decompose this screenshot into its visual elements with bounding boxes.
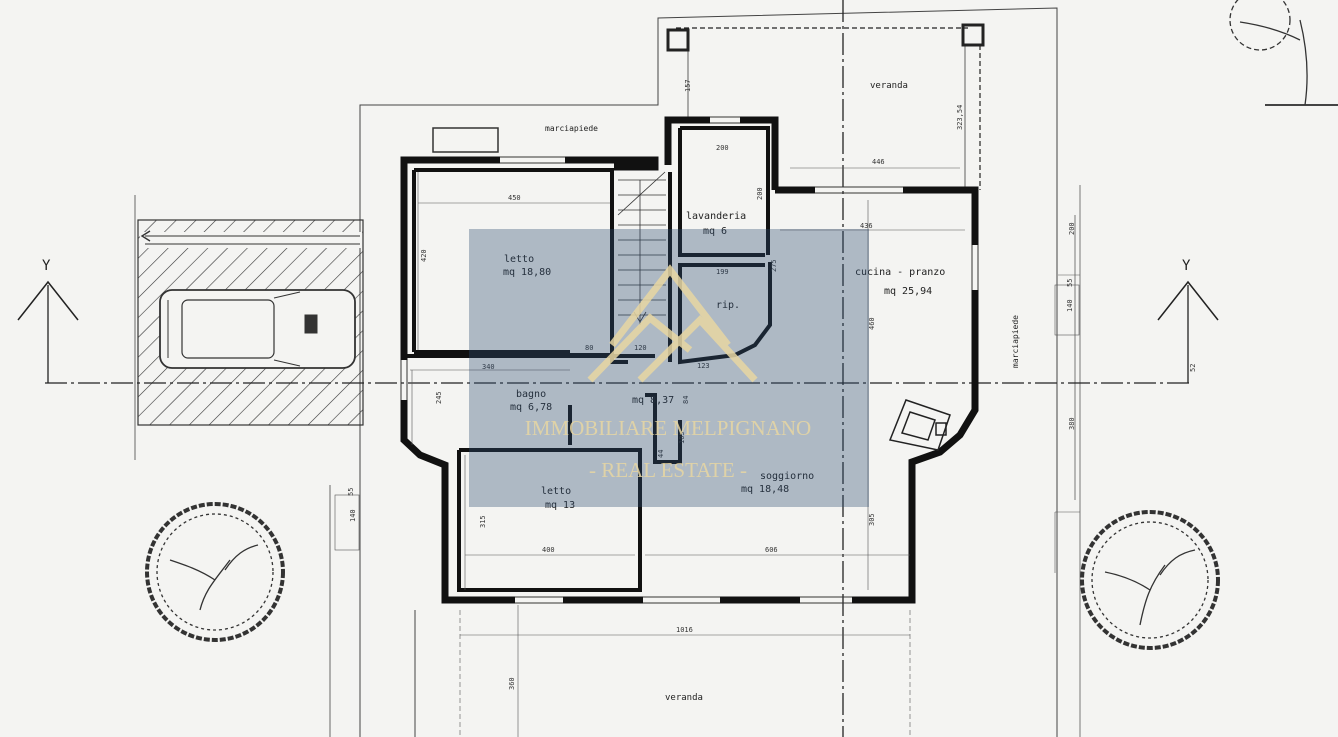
dim-105: 105	[678, 431, 686, 444]
dim-80: 80	[585, 344, 593, 352]
fireplace-icon	[888, 399, 951, 451]
room-rip-name: rip.	[716, 300, 740, 311]
veranda-top	[666, 23, 985, 190]
dim-340: 340	[482, 363, 495, 371]
room-letto-1-name: letto	[504, 254, 534, 265]
dim-84: 84	[682, 396, 690, 404]
car-icon	[159, 289, 356, 369]
dim-44: 44	[657, 450, 665, 458]
dim-200a: 200	[716, 144, 729, 152]
walls	[400, 116, 979, 604]
dim-140a: 140	[1066, 299, 1074, 312]
axis-label-left: Y	[42, 258, 51, 274]
room-letto-2-name: letto	[541, 486, 571, 497]
dim-400: 400	[542, 546, 555, 554]
label-marciapiede-top: marciapiede	[545, 124, 598, 133]
dim-275: 275	[770, 259, 778, 272]
dim-199: 199	[716, 268, 729, 276]
dim-140b: 140	[349, 509, 357, 522]
dim-245: 245	[435, 391, 443, 404]
dim-323: 323,54	[956, 105, 964, 130]
room-bagno-name: bagno	[516, 389, 546, 400]
dim-200c: 200	[1068, 222, 1076, 235]
watermark-name: IMMOBILIARE MELPIGNANO	[525, 416, 811, 440]
dim-52: 52	[1189, 364, 1197, 372]
tree-icon-left	[145, 502, 285, 642]
dim-55a: 55	[1066, 279, 1074, 287]
dim-460: 460	[868, 317, 876, 330]
dim-420: 420	[420, 249, 428, 262]
label-veranda-bottom: veranda	[665, 693, 703, 703]
watermark-tagline: - REAL ESTATE -	[589, 458, 747, 482]
dim-120: 120	[634, 344, 647, 352]
dim-55b: 55	[347, 488, 355, 496]
dim-446: 446	[872, 158, 885, 166]
label-veranda-top: veranda	[870, 81, 908, 91]
stairs	[617, 171, 666, 325]
site-boundary	[134, 7, 1338, 737]
dim-606: 606	[765, 546, 778, 554]
room-letto-2-area: mq 13	[545, 500, 575, 511]
dim-1016: 1016	[676, 626, 693, 634]
dim-450: 450	[508, 194, 521, 202]
house-logo-icon	[587, 264, 758, 383]
dim-157: 157	[684, 79, 692, 92]
room-soggiorno-area: mq 18,48	[741, 484, 789, 495]
label-marciapiede-right: marciapiede	[1011, 315, 1020, 368]
section-axis	[17, 0, 1219, 737]
dimension-labels: 157 323,54 200 200 446 436 450 420 199 2…	[347, 79, 1197, 690]
dimension-lines	[334, 167, 1080, 737]
room-cucina-name: cucina - pranzo	[855, 267, 945, 278]
tree-icon-corner	[1229, 0, 1308, 106]
dim-315: 315	[479, 515, 487, 528]
dim-360: 360	[508, 677, 516, 690]
axis-label-right: Y	[1182, 258, 1191, 274]
dim-380: 380	[1068, 417, 1076, 430]
room-disimpegno-area: mq 8,37	[632, 395, 674, 406]
watermark: IMMOBILIARE MELPIGNANO - REAL ESTATE -	[469, 229, 869, 507]
dim-200b: 200	[756, 187, 764, 200]
dim-436: 436	[860, 222, 873, 230]
room-letto-1-area: mq 18,80	[503, 267, 551, 278]
tree-icon-right	[1080, 510, 1220, 650]
room-lavanderia-name: lavanderia	[686, 211, 746, 222]
windows	[400, 116, 979, 604]
room-cucina-area: mq 25,94	[884, 286, 932, 297]
room-bagno-area: mq 6,78	[510, 402, 552, 413]
room-soggiorno-name: soggiorno	[760, 471, 814, 482]
dim-305: 305	[868, 513, 876, 526]
dim-123: 123	[697, 362, 710, 370]
room-lavanderia-area: mq 6	[703, 226, 727, 237]
